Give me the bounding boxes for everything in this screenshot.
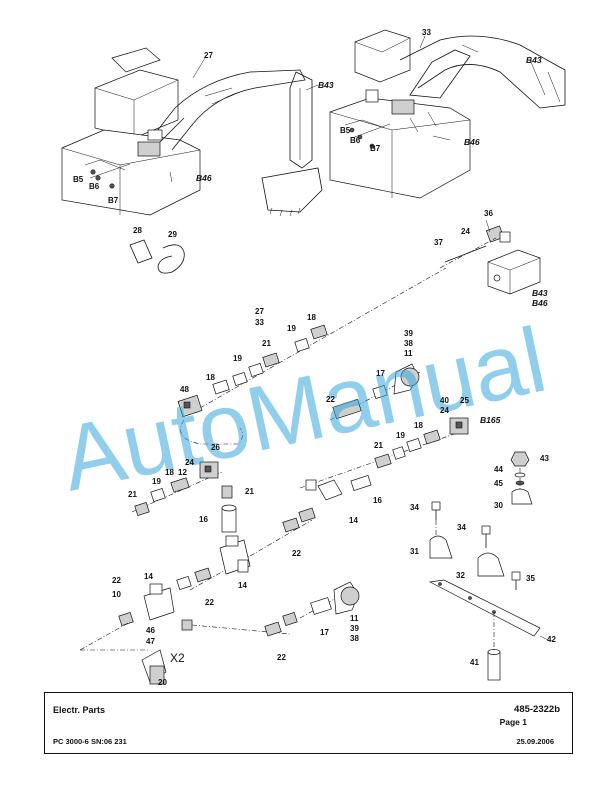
callout-21: 21 (262, 339, 271, 348)
bracket-and-clamp-group (428, 451, 549, 681)
callout-34: 34 (410, 503, 419, 512)
callout-24: 24 (440, 406, 449, 415)
sensor-label-b6: B6 (89, 182, 100, 191)
callout-11: 11 (404, 349, 413, 358)
pressure-switch-assembly (439, 219, 541, 295)
callout-42: 42 (547, 635, 556, 644)
callout-38: 38 (350, 634, 359, 643)
callout-27: 27 (204, 51, 213, 60)
callout-38: 38 (404, 339, 413, 348)
callout-34: 34 (457, 523, 466, 532)
callout-18: 18 (206, 373, 215, 382)
upper-connector-chain (177, 267, 447, 445)
callout-21: 21 (128, 490, 137, 499)
callout-numbers: 33 27 28 29 36 37 24 27 33 18 19 21 19 1… (112, 28, 556, 687)
title-block: Electr. Parts 485-2322b Page 1 PC 3000-6… (44, 692, 573, 754)
callout-39: 39 (350, 624, 359, 633)
callout-32: 32 (456, 571, 465, 580)
callout-18: 18 (165, 468, 174, 477)
callout-17: 17 (376, 369, 385, 378)
callout-11: 11 (350, 614, 359, 623)
callout-10: 10 (112, 590, 121, 599)
sensor-label-b5: B5 (73, 175, 84, 184)
drawing-title: Electr. Parts (53, 705, 106, 715)
callout-31: 31 (410, 547, 419, 556)
callout-21: 21 (374, 441, 383, 450)
callout-45: 45 (494, 479, 503, 488)
drawing-number: 485-2322b (514, 704, 560, 715)
callout-12: 12 (178, 468, 187, 477)
sensor-label-b5: B5 (340, 126, 351, 135)
sensor-designations: B43 B43 B46 B46 B5 B6 B7 B5 B6 B7 B43 B4… (73, 55, 548, 665)
callout-25: 25 (460, 396, 469, 405)
callout-43: 43 (540, 454, 549, 463)
excavator-right-illustration (329, 29, 566, 199)
sensor-label-b7: B7 (370, 144, 381, 153)
callout-29: 29 (168, 230, 177, 239)
callout-46: 46 (146, 626, 155, 635)
sensor-label-b43: B43 (526, 55, 542, 65)
sensor-label-b7: B7 (108, 196, 119, 205)
callout-17: 17 (320, 628, 329, 637)
middle-right-connector-chain (299, 363, 469, 501)
callout-14: 14 (349, 516, 358, 525)
sensor-label-b46: B46 (464, 137, 480, 147)
sensor-label-b46: B46 (196, 173, 212, 183)
callout-19: 19 (287, 324, 296, 333)
callout-16: 16 (373, 496, 382, 505)
callout-16: 16 (199, 515, 208, 524)
callout-35: 35 (526, 574, 535, 583)
left-connector-chain (131, 461, 237, 533)
callout-39: 39 (404, 329, 413, 338)
callout-14: 14 (238, 581, 247, 590)
callout-22: 22 (205, 598, 214, 607)
callout-26: 26 (211, 443, 220, 452)
callout-24: 24 (185, 458, 194, 467)
drawing-date: 25.09.2006 (516, 737, 554, 746)
sensor-label-b43: B43 (532, 288, 548, 298)
callout-22: 22 (112, 576, 121, 585)
sensor-label-b165: B165 (480, 415, 501, 425)
excavator-left-illustration (61, 47, 323, 217)
callout-47: 47 (146, 637, 155, 646)
sensor-label-b6: B6 (350, 136, 361, 145)
callout-36: 36 (484, 209, 493, 218)
sensor-label-b46: B46 (532, 298, 548, 308)
machine-model: PC 3000-6 SN:06 231 (53, 737, 127, 746)
callout-21: 21 (245, 487, 254, 496)
connector-label-x2: X2 (170, 651, 185, 665)
callout-40: 40 (440, 396, 449, 405)
callout-24: 24 (461, 227, 470, 236)
callout-33: 33 (255, 318, 264, 327)
callout-19: 19 (233, 354, 242, 363)
cable-tie-and-label-parts (129, 239, 185, 274)
callout-48: 48 (180, 385, 189, 394)
callout-27: 27 (255, 307, 264, 316)
callout-20: 20 (158, 678, 167, 687)
callout-22: 22 (277, 653, 286, 662)
callout-28: 28 (133, 226, 142, 235)
callout-30: 30 (494, 501, 503, 510)
callout-22: 22 (326, 395, 335, 404)
callout-18: 18 (414, 421, 423, 430)
callout-18: 18 (307, 313, 316, 322)
callout-19: 19 (152, 477, 161, 486)
callout-22: 22 (292, 549, 301, 558)
page-number: Page 1 (499, 717, 527, 727)
sensor-label-b43: B43 (318, 80, 334, 90)
callout-44: 44 (494, 465, 503, 474)
callout-37: 37 (434, 238, 443, 247)
lower-fittings-chain (79, 507, 360, 685)
callout-41: 41 (470, 658, 479, 667)
callout-14: 14 (144, 572, 153, 581)
callout-19: 19 (396, 431, 405, 440)
callout-33: 33 (422, 28, 431, 37)
